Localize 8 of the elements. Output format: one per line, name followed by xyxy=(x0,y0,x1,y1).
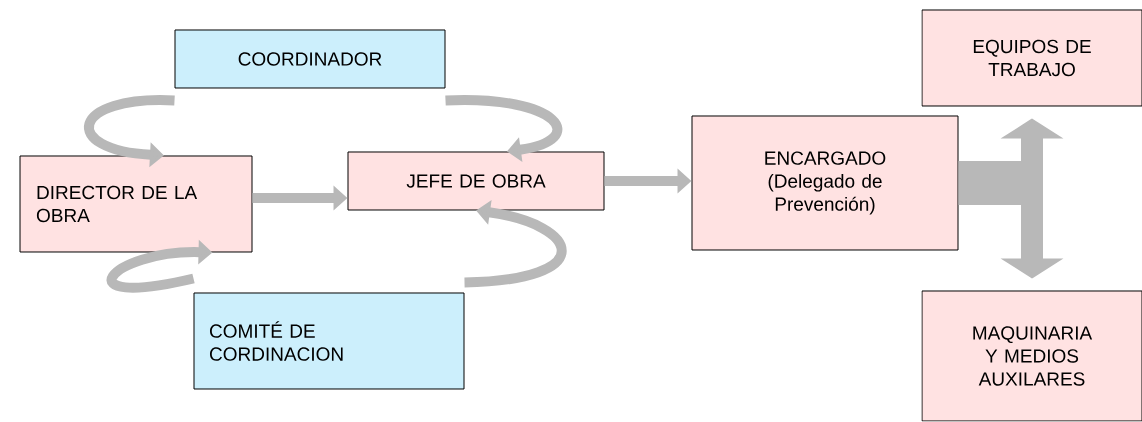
process-box: JEFE DE OBRA xyxy=(347,151,605,211)
process-box: EQUIPOS DE TRABAJO xyxy=(921,9,1142,107)
process-box: COMITÉ DE CORDINACION xyxy=(193,292,465,390)
process-box: COORDINADOR xyxy=(174,29,446,89)
process-box: DIRECTOR DE LA OBRA xyxy=(19,155,253,253)
process-box: MAQUINARIA Y MEDIOS AUXILARES xyxy=(921,290,1142,422)
process-box: ENCARGADO (Delegado de Prevención) xyxy=(691,115,959,251)
block-arrow xyxy=(445,95,562,162)
